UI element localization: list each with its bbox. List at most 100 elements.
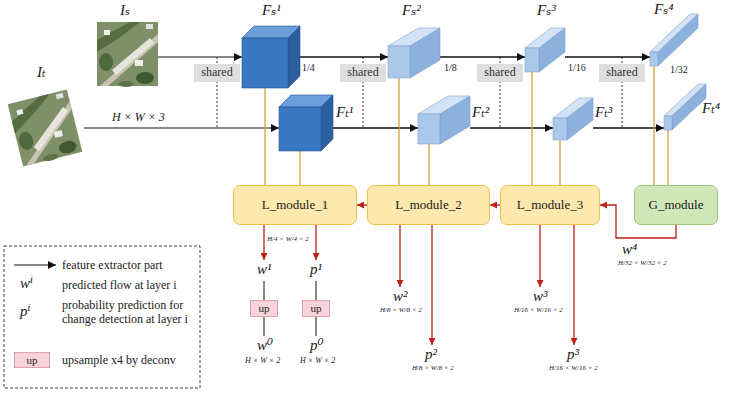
cube-front xyxy=(279,107,321,151)
symbol-label: Iₛ xyxy=(120,2,130,19)
connector xyxy=(398,78,399,185)
shared-box: shared xyxy=(599,64,645,82)
symbol-label: w³ xyxy=(533,288,548,305)
box-text: up xyxy=(259,302,270,314)
box-text: L_module_3 xyxy=(517,198,583,212)
feature-map: Fₜ² xyxy=(418,96,470,144)
shared-box: shared xyxy=(340,64,386,82)
symbol-label: w¹ xyxy=(257,261,272,278)
connector xyxy=(667,130,668,185)
dimension-label: H/4 × W/4 × 2 xyxy=(267,236,309,244)
module-box: L_module_2 xyxy=(367,185,490,225)
legend-box xyxy=(4,246,200,388)
connector xyxy=(333,127,418,128)
connector xyxy=(470,127,553,128)
dimension-label: 1/8 xyxy=(444,62,457,73)
dimension-label: H/16 × W/16 × 2 xyxy=(549,365,598,373)
feature-map: Fₛ² xyxy=(388,28,440,78)
shared-box: shared xyxy=(194,64,240,82)
feature-map: Fₛ⁴ xyxy=(650,14,698,66)
cube-shape xyxy=(242,26,300,88)
symbol-label: w² xyxy=(393,288,408,305)
art-shape xyxy=(315,225,316,260)
feature-label: Fₛ¹ xyxy=(262,2,281,19)
cube-shape xyxy=(553,98,593,140)
symbol-label: w⁰ xyxy=(257,337,273,354)
art-shape xyxy=(264,316,265,336)
connector xyxy=(264,88,265,185)
feature-label: Fₜ² xyxy=(472,104,489,121)
legend-sample-text: up xyxy=(27,354,38,366)
box-text: shared xyxy=(484,66,515,79)
symbol-label: p¹ xyxy=(310,261,322,278)
cube-side xyxy=(672,84,706,130)
art-shape xyxy=(264,281,265,300)
dimension-label: H/32 × W/32 × 2 xyxy=(618,260,667,268)
connector xyxy=(531,72,532,185)
cube-side xyxy=(567,98,593,140)
connector xyxy=(440,56,525,57)
feature-map: Fₜ¹ xyxy=(279,95,333,151)
cube-shape xyxy=(525,28,565,72)
dimension-label: H × W × 3 xyxy=(112,111,165,124)
art-shape xyxy=(316,281,317,300)
dimension-label: H × W × 2 xyxy=(245,357,280,366)
symbol-label: p⁰ xyxy=(310,337,324,354)
art-shape xyxy=(573,225,574,345)
feature-label: Fₛ⁴ xyxy=(654,1,673,18)
symbol-label: Iₜ xyxy=(37,64,46,81)
cube-side xyxy=(410,28,440,78)
box-text: shared xyxy=(606,66,637,79)
feature-map: Fₛ¹ xyxy=(242,26,300,88)
box-text: shared xyxy=(201,66,232,79)
legend-text: predicted flow at layer i xyxy=(62,278,196,292)
symbol-label: p³ xyxy=(567,346,579,363)
box-text: L_module_1 xyxy=(262,198,328,212)
feature-label: Fₛ³ xyxy=(537,2,556,19)
feature-label: Fₜ¹ xyxy=(336,104,353,121)
connector xyxy=(300,56,388,57)
dimension-label: 1/16 xyxy=(568,62,586,73)
feature-label: Fₛ² xyxy=(402,2,421,19)
cube-front xyxy=(650,52,658,66)
dimension-label: H × W × 2 xyxy=(300,357,335,366)
art-shape xyxy=(316,316,317,336)
connector xyxy=(565,56,650,57)
cube-side xyxy=(440,96,470,144)
legend-text: probability prediction for change detect… xyxy=(62,298,196,326)
cube-side xyxy=(658,14,698,66)
cube-shape xyxy=(279,95,333,151)
connector xyxy=(653,66,654,185)
output-arrows xyxy=(264,225,574,345)
art-shape xyxy=(431,225,432,345)
art-shape xyxy=(263,225,264,260)
feature-map: Fₜ³ xyxy=(553,98,593,140)
cube-front xyxy=(388,46,410,78)
connector xyxy=(357,204,367,205)
target-image xyxy=(8,90,83,168)
upsample-box: up xyxy=(250,300,278,317)
cube-shape xyxy=(388,28,440,78)
module-box: L_module_1 xyxy=(233,185,357,225)
feature-map: Fₜ⁴ xyxy=(664,84,706,130)
box-text: shared xyxy=(347,66,378,79)
cube-shape xyxy=(664,84,706,130)
cube-shape xyxy=(650,14,698,66)
art-shape xyxy=(97,22,158,87)
cube-front xyxy=(418,114,440,144)
connector xyxy=(428,144,429,185)
feature-label: Fₜ³ xyxy=(595,104,612,121)
legend-text: feature extractor part xyxy=(62,258,163,272)
cube-front xyxy=(553,118,567,140)
dimension-label: H/8 × W/8 × 2 xyxy=(380,307,422,315)
symbol-label: wⁱ xyxy=(20,275,33,292)
connector xyxy=(299,151,300,185)
edge-label: w⁴ xyxy=(621,241,638,258)
cube-front xyxy=(525,48,539,72)
dimension-label: H/16 × W/16 × 2 xyxy=(514,307,563,315)
dimension-label: 1/4 xyxy=(302,62,315,73)
shared-box: shared xyxy=(477,64,523,82)
